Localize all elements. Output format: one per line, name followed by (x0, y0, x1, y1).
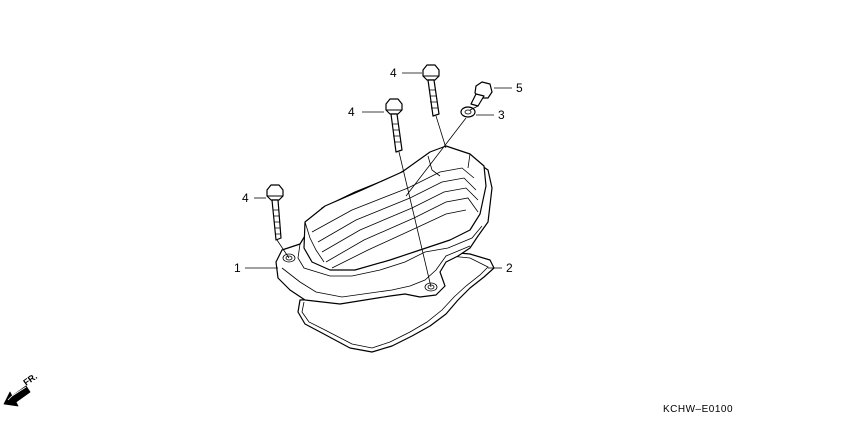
callout-4-top: 4 (390, 66, 397, 80)
flange-bolt-top (422, 64, 440, 117)
diagram-code: KCHW–E0100 (663, 404, 733, 415)
front-direction-label: FR. (21, 371, 39, 388)
callout-4-left: 4 (242, 191, 249, 205)
flange-bolt-middle (385, 98, 403, 153)
cylinder-head-cover (275, 145, 493, 305)
callout-2: 2 (506, 261, 513, 275)
flange-bolt-left (266, 184, 284, 241)
front-direction-arrow: FR. (3, 371, 39, 407)
callout-3: 3 (498, 108, 505, 122)
cover-bolt-5 (470, 81, 493, 107)
callout-5: 5 (516, 81, 523, 95)
leader-lines (245, 72, 512, 269)
callout-4-middle: 4 (348, 105, 355, 119)
alignment-lines (276, 105, 479, 288)
callout-1: 1 (234, 261, 241, 275)
